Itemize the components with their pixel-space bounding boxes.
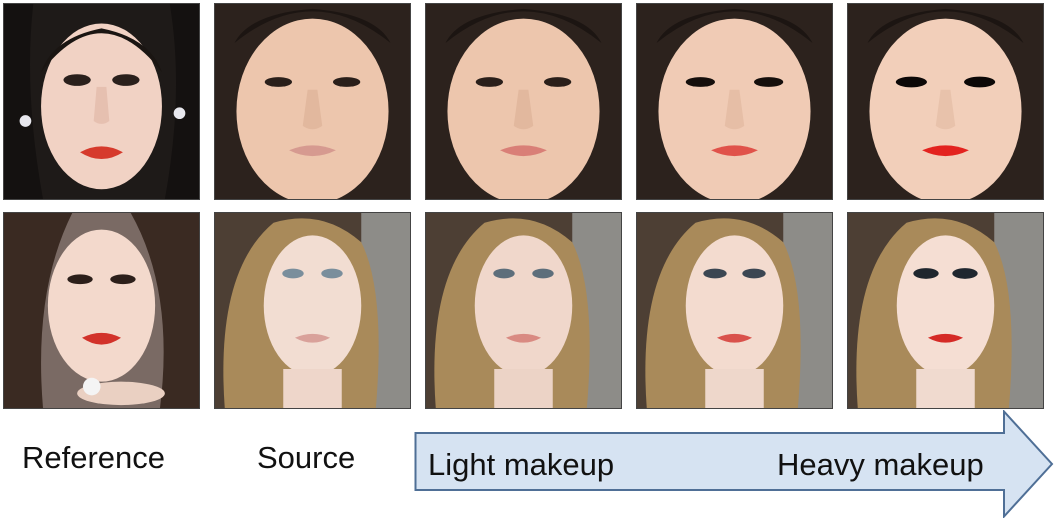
face-illustration xyxy=(637,4,832,199)
face-illustration xyxy=(215,4,410,199)
face-illustration xyxy=(215,213,410,408)
result-image-top-1 xyxy=(425,3,622,200)
reference-image-top xyxy=(3,3,200,200)
reference-image-bottom xyxy=(3,212,200,409)
face-illustration xyxy=(426,4,621,199)
result-image-bottom-2 xyxy=(636,212,833,409)
arrow-shape xyxy=(414,408,1054,520)
face-illustration xyxy=(4,213,199,408)
light-makeup-label: Light makeup xyxy=(428,447,615,482)
source-image-bottom xyxy=(214,212,411,409)
reference-label: Reference xyxy=(22,440,166,475)
face-illustration xyxy=(848,213,1043,408)
result-image-top-2 xyxy=(636,3,833,200)
heavy-makeup-label: Heavy makeup xyxy=(777,447,984,482)
source-image-top xyxy=(214,3,411,200)
result-image-bottom-3 xyxy=(847,212,1044,409)
result-image-top-3 xyxy=(847,3,1044,200)
face-illustration xyxy=(4,4,199,199)
face-illustration xyxy=(848,4,1043,199)
result-image-bottom-1 xyxy=(425,212,622,409)
makeup-intensity-arrow: Light makeup Heavy makeup xyxy=(414,408,1056,520)
source-label: Source xyxy=(257,440,356,475)
face-illustration xyxy=(637,213,832,408)
face-illustration xyxy=(426,213,621,408)
